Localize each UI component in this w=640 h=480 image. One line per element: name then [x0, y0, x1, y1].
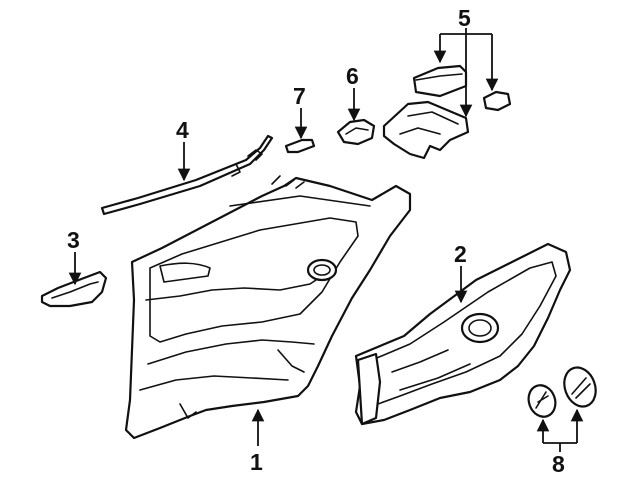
- retainer-clip: [336, 118, 376, 146]
- leader-8: [536, 408, 584, 452]
- callout-5: 5: [458, 5, 471, 31]
- callout-6: 6: [346, 63, 359, 89]
- trim-cover-upper: [412, 64, 468, 98]
- handle-trim-piece: [40, 270, 108, 308]
- callout-2: 2: [454, 241, 467, 267]
- speaker-grille-left: [527, 384, 557, 418]
- weatherstrip-strip: [100, 134, 274, 216]
- callout-4: 4: [176, 117, 189, 143]
- callout-7: 7: [293, 83, 306, 109]
- small-pin: [284, 138, 316, 154]
- callout-3: 3: [67, 227, 80, 253]
- quarter-trim-panel: [124, 175, 412, 440]
- speaker-grille-right: [563, 366, 597, 408]
- callout-1: 1: [250, 449, 263, 475]
- trim-cover-small: [482, 90, 512, 112]
- leader-5: [433, 28, 499, 118]
- side-trim-panel: [354, 242, 572, 426]
- callout-8: 8: [552, 451, 565, 477]
- trim-bracket: [382, 100, 470, 160]
